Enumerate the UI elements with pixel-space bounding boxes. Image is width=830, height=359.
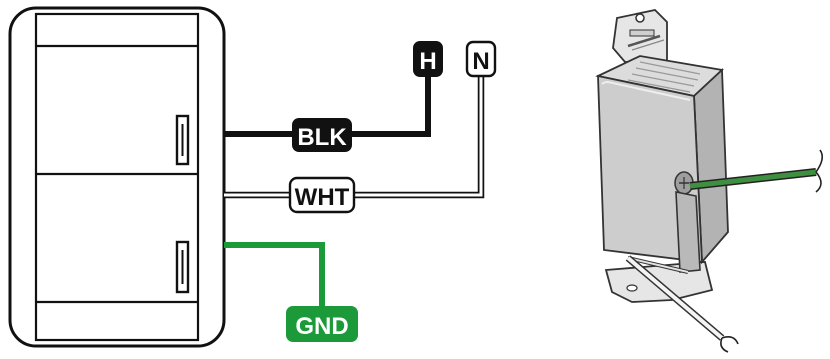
black-wire-label: BLK — [292, 118, 352, 152]
hot-label: H — [413, 41, 443, 77]
hot-label-text: H — [419, 48, 436, 75]
dual-switch-schematic-icon — [8, 6, 226, 348]
neutral-label: N — [465, 40, 497, 78]
device-back-illustration-icon — [595, 9, 824, 353]
white-wire-label: WHT — [288, 176, 356, 214]
ground-wire — [224, 242, 325, 308]
neutral-label-text: N — [472, 48, 489, 75]
black-wire-label-text: BLK — [297, 124, 347, 151]
white-wire-label-text: WHT — [295, 184, 350, 211]
ground-wire-label: GND — [286, 306, 358, 342]
ground-wire-label-text: GND — [295, 313, 348, 340]
